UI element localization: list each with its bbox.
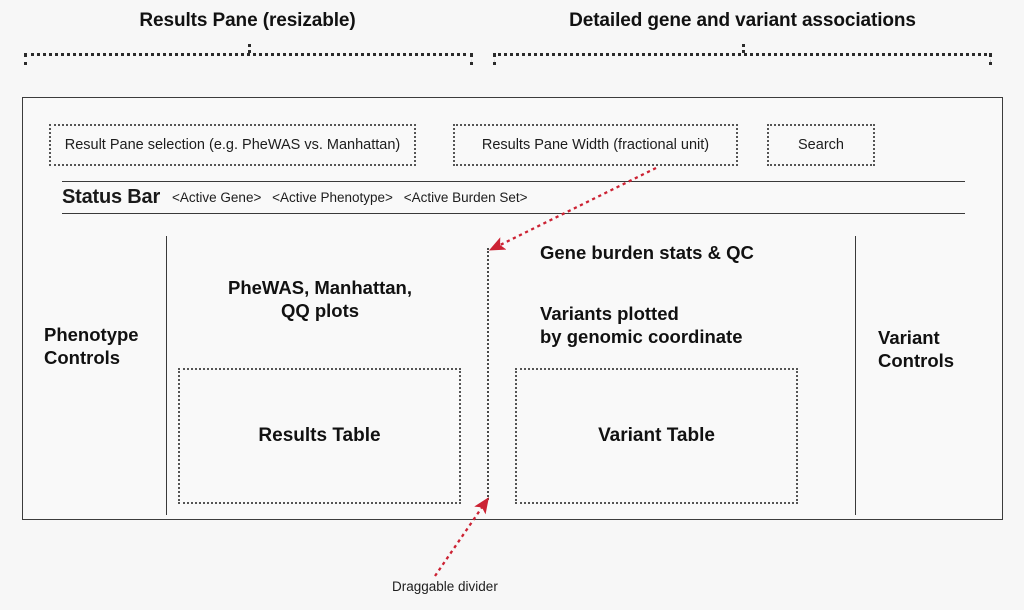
bracket-bar [24, 53, 473, 56]
status-token-active-burden-set: <Active Burden Set> [403, 190, 528, 205]
result-pane-selection-control[interactable]: Result Pane selection (e.g. PheWAS vs. M… [49, 124, 416, 166]
bracket-results-pane [24, 44, 473, 67]
variant-table-placeholder[interactable]: Variant Table [515, 368, 798, 504]
bracket-label-results-pane: Results Pane (resizable) [139, 10, 356, 31]
status-token-active-phenotype: <Active Phenotype> [272, 190, 393, 205]
bracket-bar [493, 53, 992, 56]
panel-label-variant-controls: Variant Controls [878, 327, 955, 371]
variant-controls-separator [855, 236, 856, 515]
results-table-placeholder[interactable]: Results Table [178, 368, 461, 504]
bracket-tick-right [470, 54, 473, 65]
bracket-tick-left [493, 54, 496, 65]
status-bar-tokens: <Active Gene> <Active Phenotype> <Active… [172, 190, 535, 205]
status-bar: Status Bar <Active Gene> <Active Phenoty… [62, 181, 965, 214]
bracket-tick-left [24, 54, 27, 65]
panel-label-results-plots: PheWAS, Manhattan, QQ plots [228, 277, 412, 321]
search-input[interactable]: Search [767, 124, 875, 166]
status-bar-title: Status Bar [62, 186, 161, 208]
panel-label-variants-plot: Variants plotted by genomic coordinate [540, 303, 743, 347]
phenotype-controls-separator [166, 236, 167, 515]
callout-label-draggable-divider: Draggable divider [392, 579, 498, 594]
panel-label-phenotype-controls: Phenotype Controls [44, 324, 139, 368]
draggable-divider-handle[interactable] [487, 248, 489, 500]
bracket-tick-mid [248, 44, 251, 53]
results-pane-width-control[interactable]: Results Pane Width (fractional unit) [453, 124, 738, 166]
bracket-label-detailed-associations: Detailed gene and variant associations [569, 10, 916, 31]
bracket-detailed-associations [493, 44, 992, 67]
panel-label-gene-burden-stats: Gene burden stats & QC [540, 242, 754, 263]
status-token-active-gene: <Active Gene> [172, 190, 262, 205]
bracket-tick-mid [742, 44, 745, 53]
bracket-tick-right [989, 54, 992, 65]
